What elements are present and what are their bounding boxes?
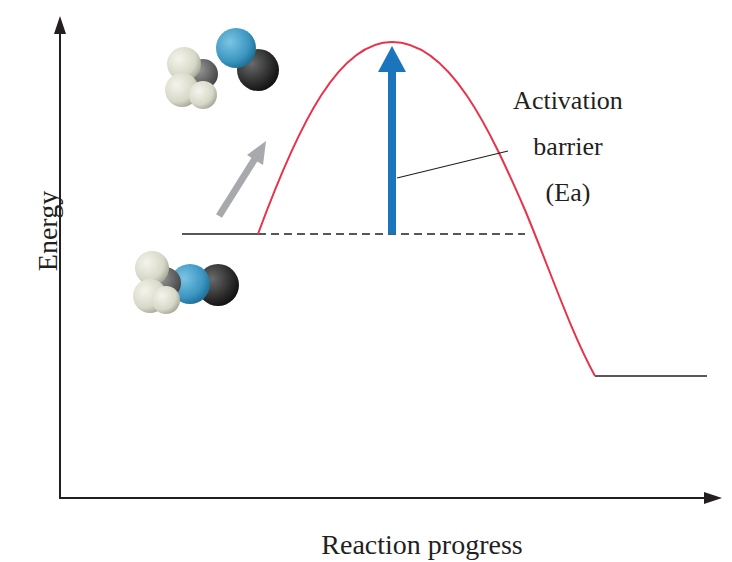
x-axis [59,497,706,499]
product-level [595,375,707,377]
activation-label: Activation barrier (Ea) [513,78,623,216]
axis-arrowhead [54,16,66,34]
axis-title: Energy [32,191,64,271]
activation-arrowhead [378,46,406,72]
activation-arrow [388,68,396,234]
excitation-arrowhead [247,141,266,165]
leader-line [397,151,508,178]
axis-title: Reaction progress [321,529,522,561]
excitation-arrow [219,157,256,216]
axis-arrowhead [704,492,722,504]
reactant-molecule [133,251,239,314]
reactant-level [182,233,258,235]
activated-molecule [165,28,279,109]
